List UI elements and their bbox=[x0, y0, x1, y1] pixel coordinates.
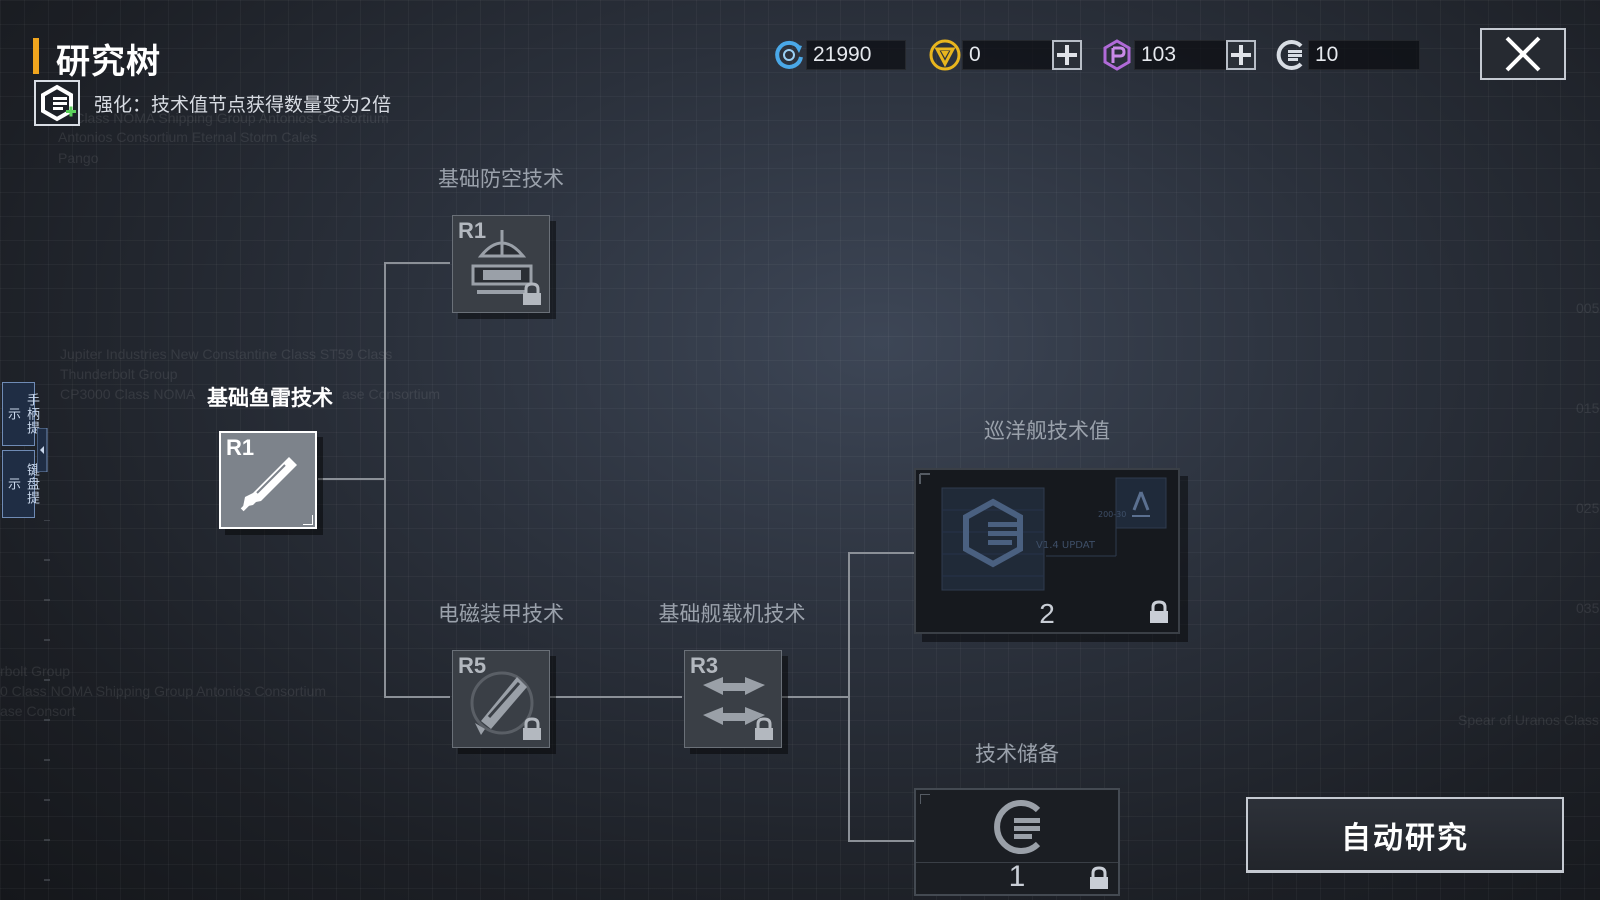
background-text: Thunderbolt Group bbox=[60, 366, 178, 382]
add-gold-button[interactable] bbox=[1052, 40, 1082, 70]
cruiser-card-decor-text: V1.4 UPDAT bbox=[1036, 540, 1095, 551]
auto-research-label: 自动研究 bbox=[1341, 820, 1469, 856]
resource-refresh: 21990 bbox=[772, 38, 906, 72]
tech-currency-value: 10 bbox=[1308, 40, 1420, 70]
connector-line bbox=[848, 552, 914, 554]
lock-icon bbox=[523, 717, 541, 740]
torpedo-icon bbox=[240, 457, 297, 512]
background-text: Antonios Consortium Eternal Storm Cales bbox=[58, 129, 318, 145]
plus-icon bbox=[1231, 45, 1251, 65]
rank-label: R3 bbox=[690, 653, 719, 678]
cruiser-tech-value-card[interactable]: V1.4 UPDAT 200-30 2 bbox=[914, 468, 1180, 634]
cruiser-tech-value-label: 巡洋舰技术值 bbox=[984, 419, 1110, 443]
cruiser-tech-value-count: 2 bbox=[1039, 598, 1055, 629]
background-text: rbolt Group bbox=[0, 663, 71, 679]
title-accent-bar bbox=[33, 38, 39, 74]
auto-research-button[interactable]: 自动研究 bbox=[1246, 797, 1564, 873]
background-text: Jupiter Industries New Constantine Class… bbox=[60, 346, 393, 362]
background-text: 025 bbox=[1576, 500, 1600, 516]
gold-currency-icon bbox=[929, 39, 961, 71]
resource-tech: 10 bbox=[1274, 38, 1420, 72]
corner-marker bbox=[920, 794, 930, 804]
refresh-currency-value: 21990 bbox=[806, 40, 906, 70]
refresh-currency-icon bbox=[775, 40, 803, 69]
close-button[interactable] bbox=[1480, 28, 1566, 80]
add-purple-button[interactable] bbox=[1226, 40, 1256, 70]
connector-line bbox=[384, 696, 450, 698]
background-text: 015 bbox=[1576, 400, 1600, 416]
keyboard-hint-label: 键盘提示 bbox=[5, 463, 39, 505]
lock-icon bbox=[755, 717, 773, 740]
connector-line bbox=[848, 552, 850, 842]
background-text: CP3000 Class NOMA bbox=[60, 386, 196, 402]
rank-label: R1 bbox=[458, 218, 487, 243]
radar-dish-icon bbox=[471, 230, 533, 294]
em-armor-tech-label: 电磁装甲技术 bbox=[438, 602, 564, 626]
tech-reserve-icon bbox=[994, 800, 1041, 854]
aircraft-icon bbox=[703, 677, 765, 725]
background-text: 005 bbox=[1576, 300, 1600, 316]
rank-label: R1 bbox=[226, 435, 255, 460]
em-armor-icon bbox=[470, 671, 534, 735]
card-divider bbox=[916, 862, 1118, 863]
chevron-left-icon bbox=[40, 446, 44, 454]
torpedo-tech-node[interactable]: R1 bbox=[219, 431, 317, 529]
ruler-decoration bbox=[44, 520, 50, 881]
anti-air-tech-label: 基础防空技术 bbox=[438, 167, 564, 191]
corner-marker bbox=[303, 515, 313, 525]
tech-buff-icon bbox=[34, 80, 80, 126]
gamepad-hint-label: 手柄提示 bbox=[5, 393, 39, 435]
background-text: Pango bbox=[58, 150, 99, 166]
connector-line bbox=[318, 478, 384, 480]
connector-line bbox=[780, 696, 850, 698]
connector-line bbox=[550, 696, 682, 698]
background-text: ase Consortium bbox=[342, 386, 441, 402]
torpedo-tech-label: 基础鱼雷技术 bbox=[207, 386, 333, 410]
close-icon bbox=[1505, 36, 1541, 72]
anti-air-tech-node[interactable]: R1 bbox=[452, 215, 550, 313]
connector-line bbox=[384, 262, 450, 264]
cruiser-card-art bbox=[919, 473, 1167, 591]
buff-description: 强化：技术值节点获得数量变为2倍 bbox=[94, 94, 392, 116]
gamepad-hint-tab[interactable]: 手柄提示 bbox=[2, 382, 39, 446]
purple-currency-icon bbox=[1103, 39, 1131, 71]
carrier-tech-node[interactable]: R3 bbox=[684, 650, 782, 748]
background-text: 035 bbox=[1576, 600, 1600, 616]
background-text: 0 Class NOMA Shipping Group Antonios Con… bbox=[0, 683, 327, 699]
lock-icon bbox=[1150, 600, 1168, 623]
connector-line bbox=[384, 262, 386, 698]
lock-icon bbox=[1090, 866, 1108, 889]
tech-reserve-card[interactable]: 1 bbox=[914, 788, 1120, 896]
keyboard-hint-tab[interactable]: 键盘提示 bbox=[2, 450, 39, 518]
collapse-handle[interactable] bbox=[37, 428, 49, 472]
tech-reserve-label: 技术储备 bbox=[975, 742, 1059, 766]
em-armor-tech-node[interactable]: R5 bbox=[452, 650, 550, 748]
background-text: ase Consort bbox=[0, 703, 76, 719]
tech-reserve-count: 1 bbox=[1008, 860, 1026, 893]
background-text: ar Class NOMA Shipping Group Antonios Co… bbox=[58, 110, 389, 126]
rank-label: R5 bbox=[458, 653, 487, 678]
carrier-tech-label: 基础舰载机技术 bbox=[658, 602, 806, 626]
page-title: 研究树 bbox=[56, 42, 161, 82]
cruiser-card-decor-small: 200-30 bbox=[1098, 510, 1127, 519]
background-text: Spear of Uranos Class bbox=[1458, 712, 1599, 728]
connector-line bbox=[848, 840, 914, 842]
tech-currency-icon bbox=[1276, 40, 1303, 70]
lock-icon bbox=[523, 282, 541, 305]
plus-icon bbox=[1057, 45, 1077, 65]
